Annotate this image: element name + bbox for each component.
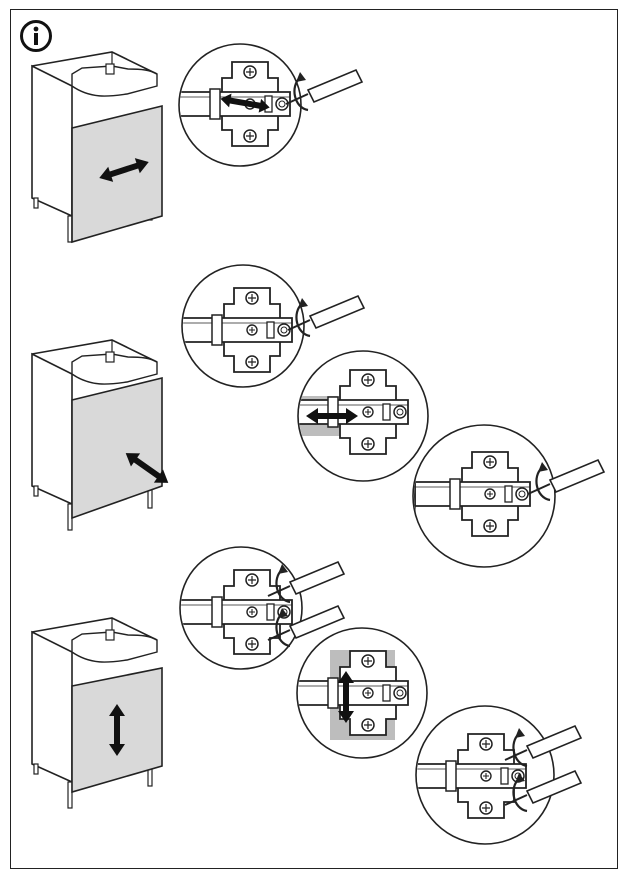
step-3-hinge-detail-c — [415, 705, 583, 845]
step-3-hinge-detail-a — [179, 546, 346, 670]
step-2-hinge-detail-b — [297, 350, 429, 482]
page-frame — [10, 9, 618, 869]
step-3-hinge-detail-b — [296, 627, 428, 759]
info-icon — [20, 20, 52, 52]
step-2-hinge-detail-c — [412, 424, 606, 568]
step-2-hinge-detail-a — [181, 264, 366, 388]
step-1-hinge-detail — [178, 43, 364, 167]
step-3-cabinet — [31, 617, 163, 809]
step-2-cabinet — [31, 339, 163, 531]
step-1-cabinet — [31, 51, 163, 244]
